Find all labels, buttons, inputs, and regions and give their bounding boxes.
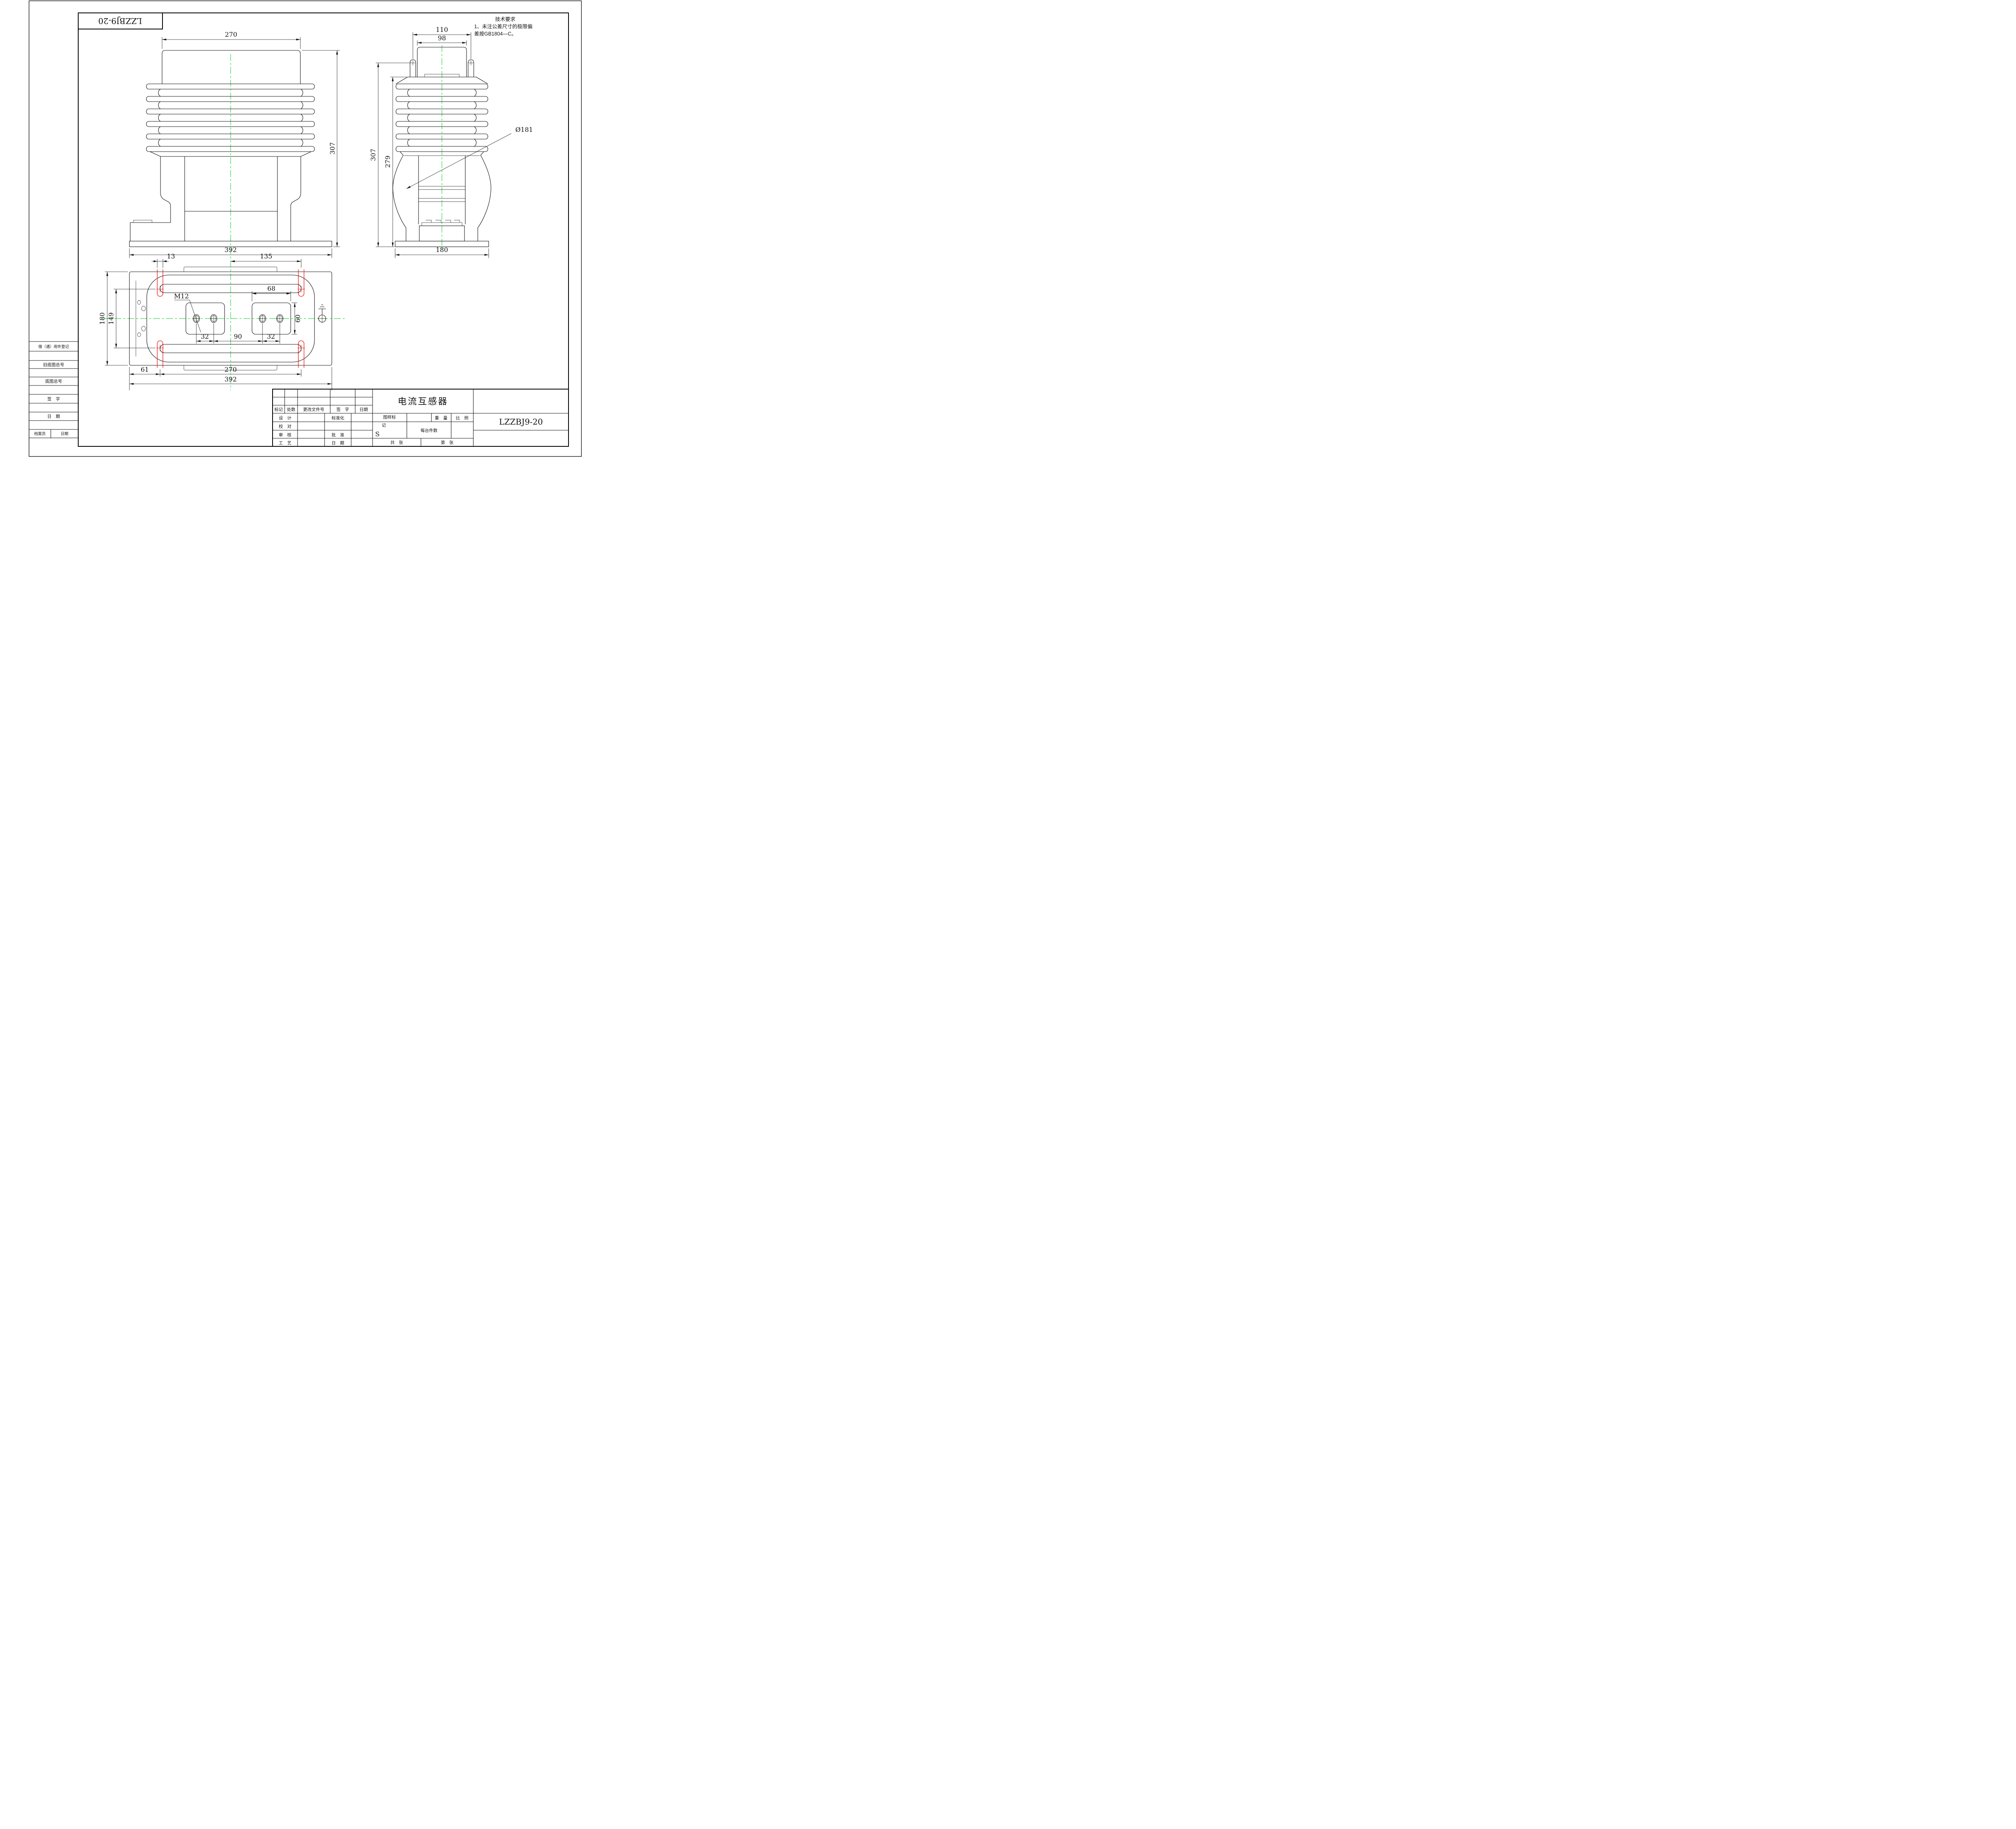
tb-col-count: 处数 [287,407,296,412]
tech-req-line2: 差按GB1804—C。 [474,31,516,37]
tb-model: LZZBJ9-20 [499,417,543,427]
tb-design: 设 计 [279,415,292,421]
left-table-date: 日 期 [47,414,60,419]
tb-review: 审 核 [279,432,292,437]
tb-date: 日 期 [331,441,344,446]
title-block: 标记 处数 更改文件号 签 字 日期 设 计 标准化 校 对 审 核 批 准 工… [272,389,569,447]
sheet-borders [29,0,582,457]
tb-sheet-number: 第 张 [441,440,454,445]
dim-side-307: 307 [369,149,377,161]
dim-plan-13: 13 [167,252,175,260]
dim-plan-68: 68 [267,285,275,292]
dim-side-180: 180 [436,246,448,254]
thread-label-m12: M12 [174,292,189,300]
tb-col-sign: 签 字 [336,407,349,412]
drawing-sheet: LZZBJ9-20 技术要求 1、未注公差尺寸的极限偏 差按GB1804—C。 [0,0,610,457]
tb-standardization: 标准化 [331,415,344,421]
inner-frame [78,12,569,447]
tech-requirements: 技术要求 1、未注公差尺寸的极限偏 差按GB1804—C。 [474,16,532,37]
left-table-sign: 签 字 [47,396,60,402]
dim-front-270: 270 [225,31,237,38]
dim-side-279: 279 [384,156,392,168]
corner-model-text: LZZBJ9-20 [98,16,142,26]
tb-weight: 重 量 [435,415,448,421]
dim-side-dia181: Ø181 [515,126,533,133]
dim-side-98: 98 [438,34,446,42]
tb-col-mark: 标记 [275,407,283,412]
dim-plan-90: 90 [234,333,242,340]
left-table-old-master: 旧底图总号 [43,362,65,367]
outer-border [29,0,582,457]
tech-req-line1: 1、未注公差尺寸的极限偏 [474,23,532,29]
tb-process: 工 艺 [279,441,292,446]
tb-col-doc-no: 更改文件号 [303,407,325,412]
ground-symbol [318,304,327,323]
left-register-table: 借（通）用件登记 旧底图总号 底图总号 签 字 日 期 档案员 日期 [29,341,78,438]
left-table-header: 借（通）用件登记 [38,344,69,349]
dim-plan-61: 61 [141,366,149,373]
tb-parts-per-unit: 每台件数 [421,428,437,433]
tb-proof: 校 对 [279,424,292,429]
dim-plan-392: 392 [225,375,237,383]
dim-plan-32-right: 32 [267,333,275,340]
tb-product-name: 电流互感器 [398,397,448,407]
tb-approve: 批 准 [331,432,344,437]
dim-plan-32-left: 32 [201,333,209,340]
side-view: 110 98 307 279 180 Ø181 [369,26,533,258]
left-table-master: 底图总号 [45,379,62,384]
plan-view: 13 135 68 60 M12 32 90 32 180 149 [98,252,345,390]
terminal-holes [193,314,283,323]
dim-plan-270: 270 [225,366,237,373]
front-view: 270 392 307 [129,31,340,390]
left-table-archivist-date: 日期 [60,432,68,436]
dim-plan-135: 135 [260,252,273,260]
left-table-archivist: 档案员 [34,431,46,436]
tb-total-sheets: 共 张 [390,440,403,445]
tb-stamp-line2: 记 [382,423,386,428]
tb-stamp-line1: 图样标 [383,415,396,420]
tech-req-heading: 技术要求 [495,16,516,22]
dim-plan-60: 60 [294,315,302,323]
dim-plan-149: 149 [107,312,115,325]
corner-model-box: LZZBJ9-20 [78,12,163,29]
dim-front-307: 307 [329,142,336,155]
tb-col-date: 日期 [360,407,368,412]
dim-side-110: 110 [436,26,448,33]
tb-stamp-s: S [375,430,380,438]
tb-scale: 比 例 [456,415,469,421]
dim-front-392: 392 [225,246,237,254]
dim-plan-180: 180 [98,312,106,325]
